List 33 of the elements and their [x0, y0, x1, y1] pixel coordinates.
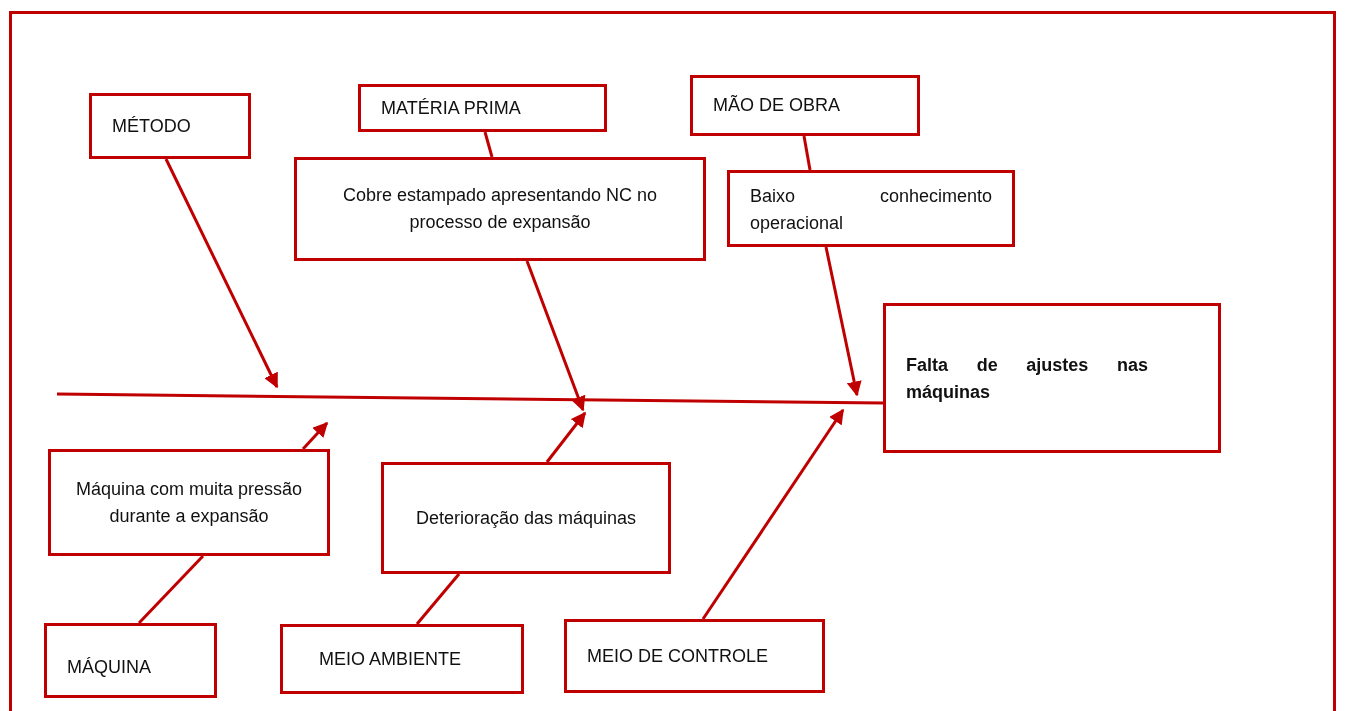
- arrow: [164, 158, 279, 389]
- connector-line: [483, 131, 494, 158]
- connector-line: [802, 135, 812, 171]
- cause-box: [44, 623, 217, 698]
- box-text: Máquina com muita pressão durante a expansão: [74, 477, 304, 528]
- arrow: [701, 408, 845, 620]
- box-text: Falta de ajustes nas máquinas: [906, 354, 1148, 404]
- box-text: Baixo conhecimento operacional: [750, 185, 992, 235]
- cause-box: [381, 462, 671, 574]
- cause-box: [564, 619, 825, 693]
- box-text: Cobre estampado apresentando NC no processo de expansão: [341, 184, 659, 234]
- arrow: [545, 411, 587, 463]
- effect-box: [883, 303, 1221, 453]
- connector-line: [415, 573, 461, 625]
- arrow: [525, 260, 586, 412]
- box-text: MEIO DE CONTROLE: [587, 644, 770, 668]
- box-text: MATÉRIA PRIMA: [381, 96, 522, 120]
- arrow: [301, 421, 329, 450]
- box-text: Deterioração das máquinas: [414, 506, 638, 530]
- cause-box: [294, 157, 706, 261]
- box-text: MÉTODO: [112, 114, 192, 138]
- connector-line: [137, 554, 205, 625]
- box-text: MEIO AMBIENTE: [319, 647, 463, 671]
- connector-line: [57, 392, 883, 405]
- box-text: MÁQUINA: [67, 656, 152, 679]
- box-text: MÃO DE OBRA: [713, 94, 842, 117]
- cause-box: [727, 170, 1015, 247]
- cause-box: [280, 624, 524, 694]
- arrow: [824, 246, 862, 397]
- cause-box: [89, 93, 251, 159]
- cause-box: [690, 75, 920, 136]
- cause-box: [48, 449, 330, 556]
- cause-box: [358, 84, 607, 132]
